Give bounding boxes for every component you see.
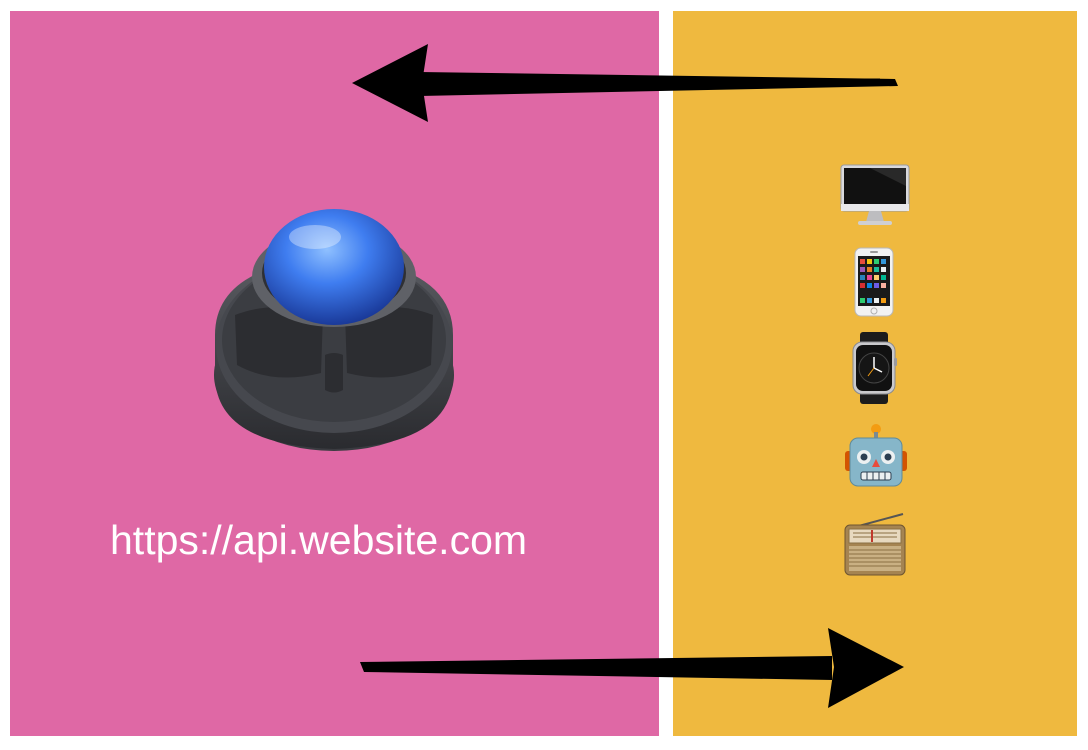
watch-icon [851,332,897,404]
robot-icon [845,423,907,489]
desktop-computer-icon [840,164,910,228]
api-url: https://api.website.com [110,517,528,563]
radio-icon [841,513,909,577]
response-arrow [360,628,904,708]
mobile-phone-icon [854,247,894,317]
request-arrow [352,44,898,122]
trackball-icon [213,205,457,453]
